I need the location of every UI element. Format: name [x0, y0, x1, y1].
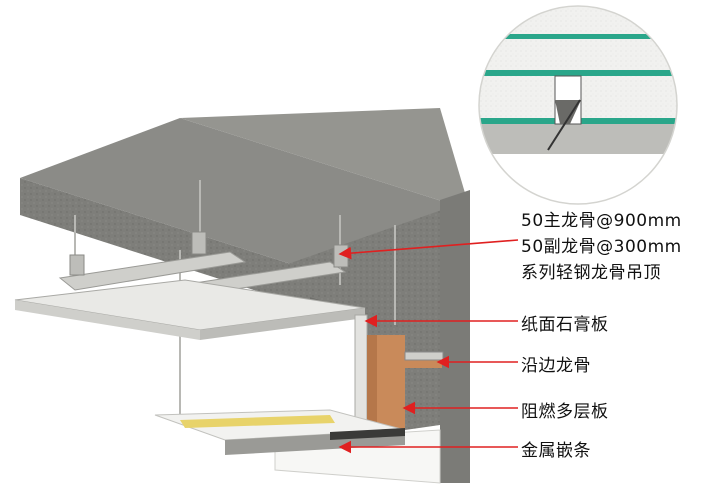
detail-callout-circle — [478, 5, 678, 205]
gypsum-board-ceiling — [14, 279, 366, 340]
label-main-keel: 50主龙骨@900mm — [521, 211, 682, 231]
callout-arrows — [338, 239, 519, 454]
label-metal-strip: 金属嵌条 — [521, 441, 591, 461]
label-keel-system: 系列轻钢龙骨吊顶 — [521, 263, 661, 283]
label-gypsum-board: 纸面石膏板 — [521, 315, 609, 335]
arrow-keel — [338, 239, 519, 260]
label-sub-keel: 50副龙骨@300mm — [521, 237, 682, 257]
lower-ceiling — [154, 409, 406, 455]
side-drop — [354, 314, 444, 431]
label-fire-board: 阻燃多层板 — [521, 402, 609, 422]
label-edge-keel: 沿边龙骨 — [521, 356, 591, 376]
